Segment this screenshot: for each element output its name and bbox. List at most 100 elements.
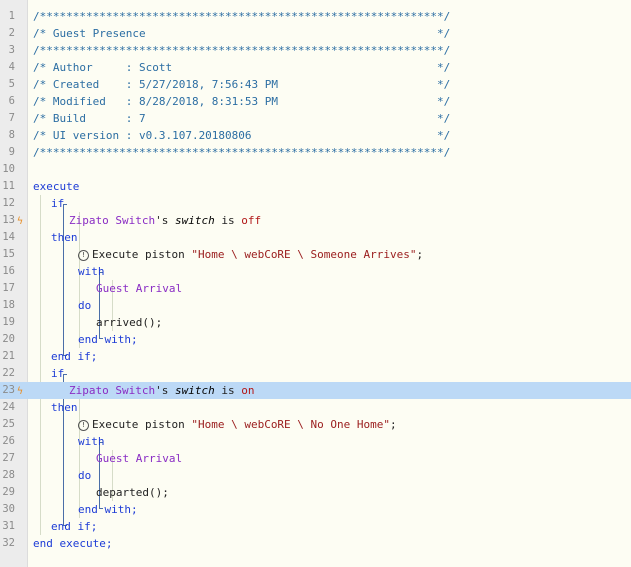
code-token: is	[214, 384, 242, 397]
info-icon[interactable]: !	[78, 420, 89, 431]
code-line[interactable]: 1 /**************************************…	[0, 8, 631, 25]
code-line[interactable]: 25!Execute piston "Home \ webCoRE \ No O…	[0, 416, 631, 433]
gutter-cell: 28	[0, 467, 27, 484]
line-number: 10	[2, 163, 15, 175]
code-token: if	[51, 197, 65, 210]
gutter-cell: 20	[0, 331, 27, 348]
code-token: is	[214, 214, 242, 227]
gutter-cell: 24	[0, 399, 27, 416]
line-number: 3	[8, 44, 15, 56]
gutter-cell: 10	[0, 161, 27, 178]
code-text: end with;	[78, 331, 138, 348]
code-token: /* Modified : 8/28/2018, 8:31:53 PM */	[33, 95, 451, 108]
code-line[interactable]: 5/* Created : 5/27/2018, 7:56:43 PM */	[0, 76, 631, 93]
code-text: end if;	[51, 348, 97, 365]
code-line[interactable]: 4/* Author : Scott */	[0, 59, 631, 76]
gutter-cell: 22	[0, 365, 27, 382]
code-line[interactable]: 2 /* Guest Presence */	[0, 25, 631, 42]
line-number: 8	[8, 129, 15, 141]
code-token: ;	[416, 248, 424, 261]
code-token: do	[78, 299, 92, 312]
code-line[interactable]: 20 end with;	[0, 331, 631, 348]
gutter-cell: 1	[0, 8, 27, 25]
gutter-cell: 15	[0, 246, 27, 263]
gutter-cell: 21	[0, 348, 27, 365]
line-number: 9	[8, 146, 15, 158]
code-text: with	[78, 433, 105, 450]
code-line[interactable]: 8 /* UI version : v0.3.107.20180806 */	[0, 127, 631, 144]
code-line[interactable]: 6 /* Modified : 8/28/2018, 8:31:53 PM */	[0, 93, 631, 110]
code-token: /* UI version : v0.3.107.20180806 */	[33, 129, 451, 142]
code-token: /***************************************…	[33, 146, 451, 159]
block-bracket-top	[99, 272, 103, 273]
code-text: /* Modified : 8/28/2018, 8:31:53 PM */	[33, 93, 450, 110]
line-number: 26	[2, 435, 15, 447]
code-token: /* Build : 7 */	[33, 112, 451, 125]
line-number: 4	[8, 61, 15, 73]
code-line[interactable]: 21 end if;	[0, 348, 631, 365]
gutter-cell: 14	[0, 229, 27, 246]
line-number: 16	[2, 265, 15, 277]
gutter-cell: 2	[0, 25, 27, 42]
code-token: do	[78, 469, 92, 482]
code-token: Guest Arrival	[96, 282, 183, 295]
line-number: 24	[2, 401, 15, 413]
gutter-cell: 3	[0, 42, 27, 59]
gutter-cell: 6	[0, 93, 27, 110]
line-number: 18	[2, 299, 15, 311]
code-token: on	[241, 384, 255, 397]
line-number: 12	[2, 197, 15, 209]
line-number: 1	[8, 10, 15, 22]
code-text: if	[51, 365, 64, 382]
gutter-cell: 4	[0, 59, 27, 76]
code-token: departed();	[96, 486, 169, 499]
code-text: /***************************************…	[33, 8, 450, 25]
block-bracket-bottom	[99, 338, 103, 339]
block-bracket-bottom	[63, 525, 67, 526]
block-bracket	[63, 204, 64, 356]
code-line[interactable]: 12 if	[0, 195, 631, 212]
code-line[interactable]: 28 do	[0, 467, 631, 484]
gutter-cell: 19	[0, 314, 27, 331]
info-icon[interactable]: !	[78, 250, 89, 261]
line-number: 11	[2, 180, 15, 192]
code-line[interactable]: 7 /* Build : 7 */	[0, 110, 631, 127]
code-token: Execute piston	[92, 418, 192, 431]
code-token: ;	[390, 418, 397, 431]
code-text: /***************************************…	[33, 42, 450, 59]
code-line[interactable]: 18 do	[0, 297, 631, 314]
code-token: with	[78, 435, 105, 448]
block-bracket-top	[63, 204, 67, 205]
gutter-cell: 7	[0, 110, 27, 127]
code-token: "Home \ webCoRE \ No One Home"	[191, 418, 391, 431]
block-bracket-bottom	[99, 508, 103, 509]
line-number: 28	[2, 469, 15, 481]
code-token: /* Created : 5/27/2018, 7:56:43 PM */	[33, 78, 451, 91]
code-text: /* Guest Presence */	[33, 25, 450, 42]
code-text: Guest Arrival	[96, 450, 182, 467]
line-number: 32	[2, 537, 15, 549]
code-line[interactable]: 3 /**************************************…	[0, 42, 631, 59]
line-number: 7	[8, 112, 15, 124]
code-line[interactable]: 15!Execute piston "Home \ webCoRE \ Some…	[0, 246, 631, 263]
code-line[interactable]: 22 if	[0, 365, 631, 382]
code-line[interactable]: 9 /**************************************…	[0, 144, 631, 161]
code-line[interactable]: 26 with	[0, 433, 631, 450]
code-token: "Home \ webCoRE \ Someone Arrives"	[191, 248, 417, 261]
code-line[interactable]: 10	[0, 161, 631, 178]
